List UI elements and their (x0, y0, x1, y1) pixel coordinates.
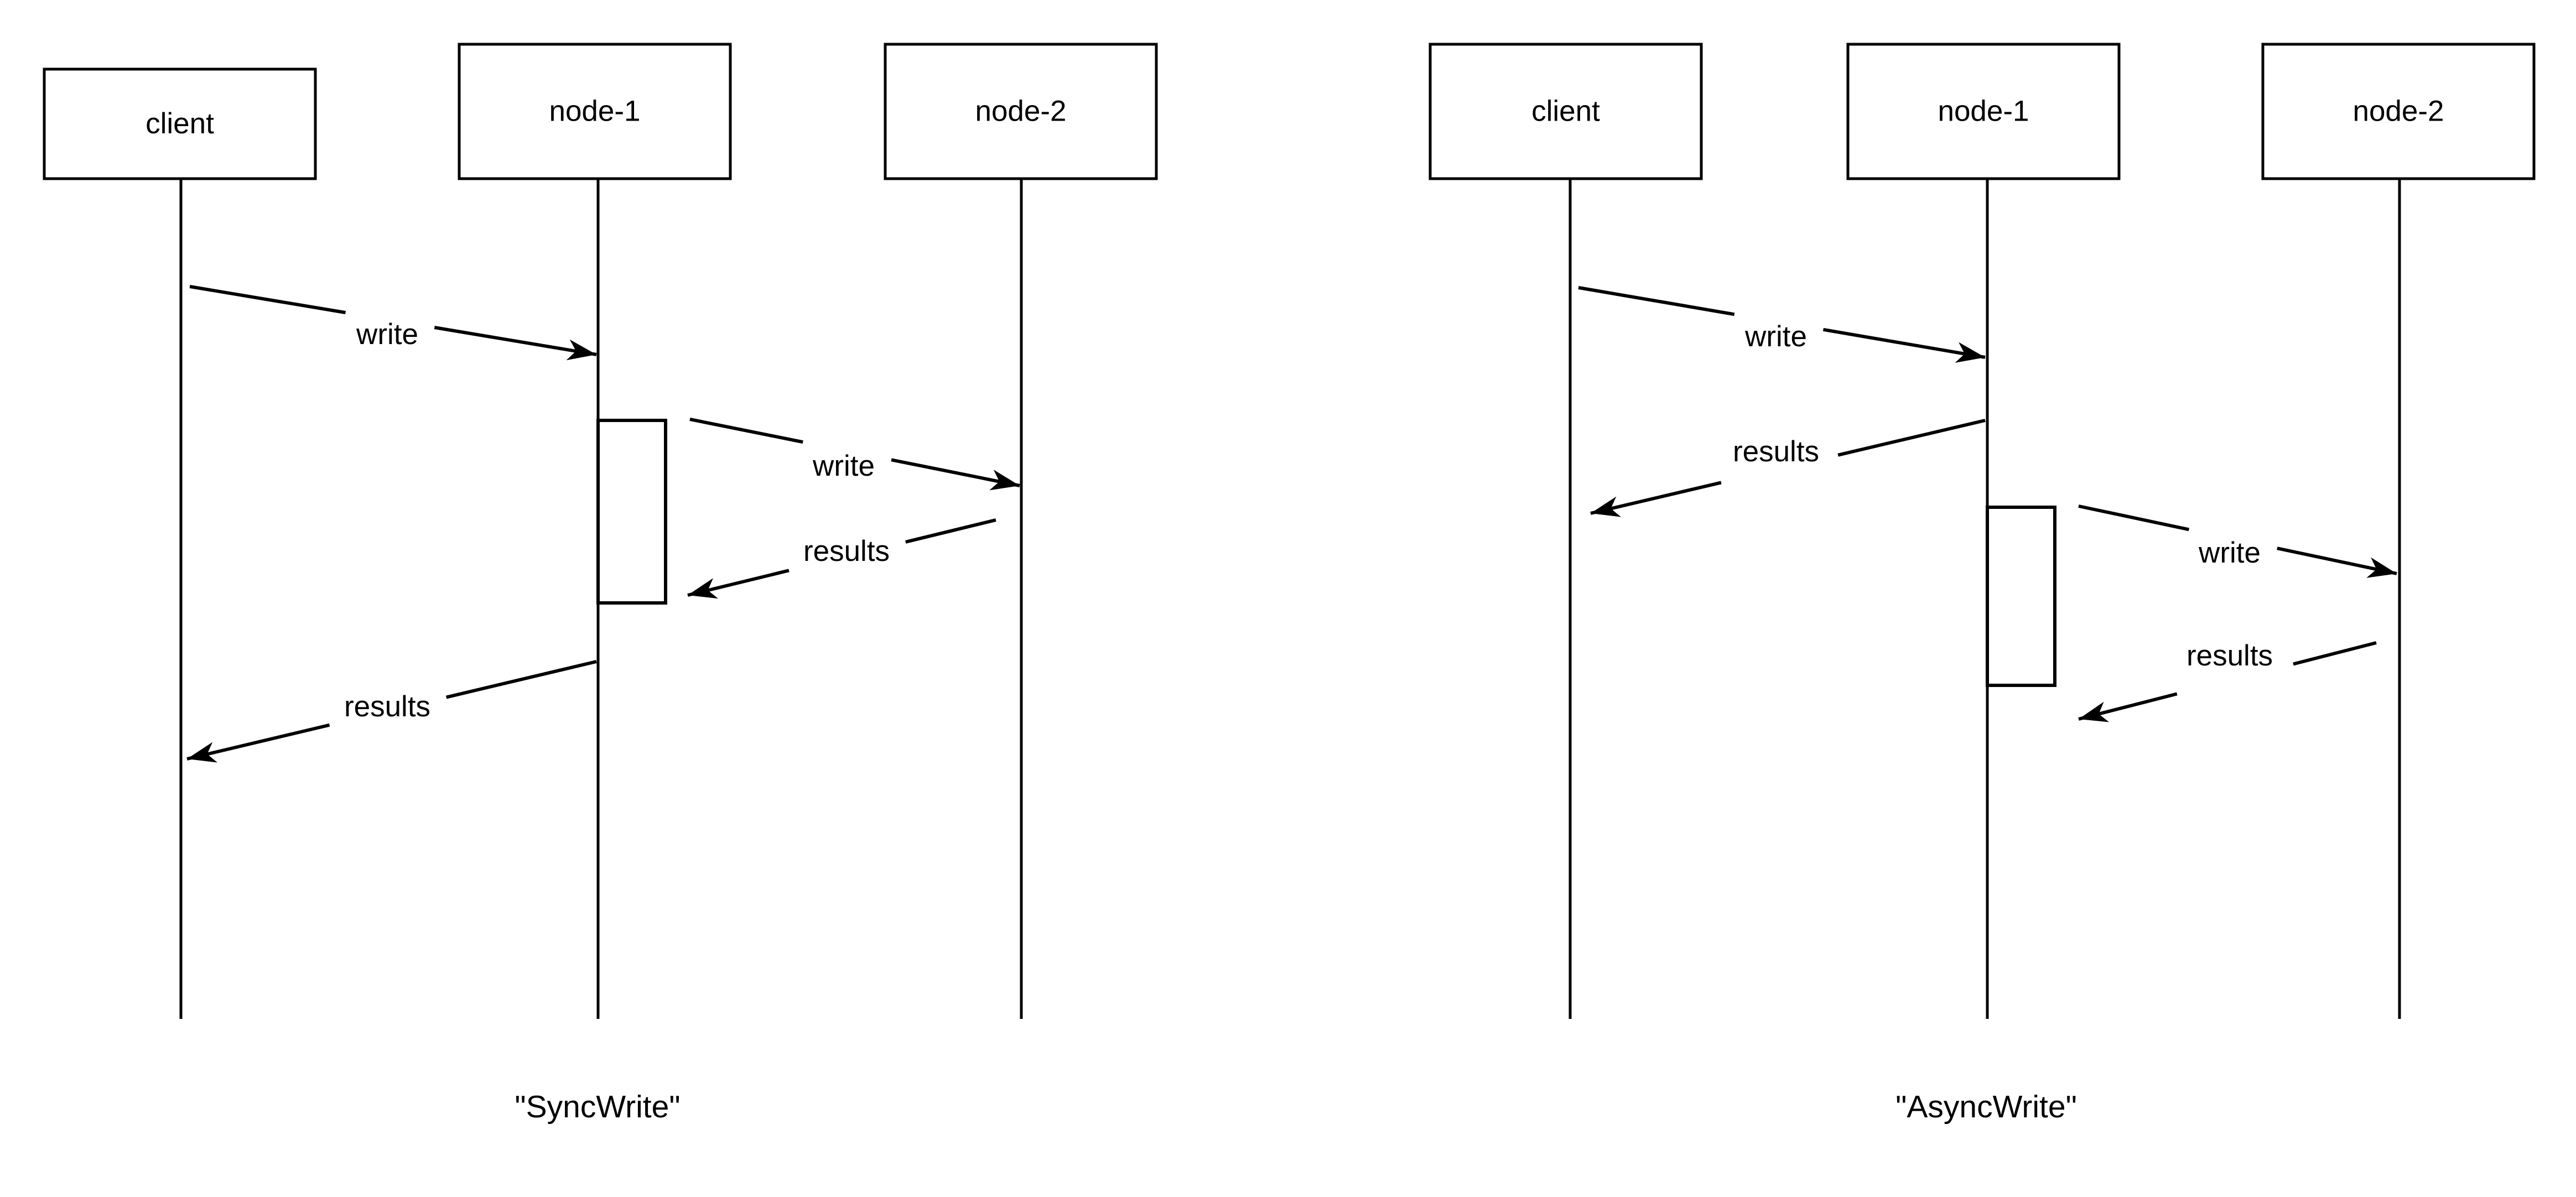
activation-box-node-1 (596, 419, 667, 605)
message-line-segment (1822, 327, 1986, 359)
diagram-async-write: client node-1 node-2 write results write resul… (1429, 43, 2536, 1125)
message-line-segment (891, 458, 1020, 487)
message-arrowhead-icon (2079, 701, 2110, 722)
participant-label-node-2: node-2 (975, 95, 1066, 128)
diagram-caption-sync-write: "SyncWrite" (515, 1089, 680, 1125)
message-line-segment (689, 418, 803, 444)
message-label-results: results (1733, 435, 1819, 468)
participant-node-2[interactable]: node-2 (2261, 43, 2536, 1019)
participant-node-1[interactable]: node-1 (1846, 43, 2121, 1019)
message-arrowhead-icon (1591, 496, 1621, 517)
message-line-segment (1837, 419, 1986, 457)
message-arrowhead-icon (2366, 557, 2397, 578)
message-line-segment (2293, 641, 2377, 666)
participant-label-client: client (146, 107, 214, 140)
message-write-client-to-node-1: write (1578, 286, 1986, 363)
message-label-results: results (2187, 639, 2273, 672)
diagram-caption-async-write: "AsyncWrite" (1895, 1089, 2077, 1125)
participant-box-node-1[interactable] (458, 43, 732, 180)
message-arrowhead-icon (187, 742, 217, 763)
participant-box-client[interactable] (43, 67, 317, 180)
message-arrowhead-icon (1955, 342, 1985, 363)
participant-label-node-2: node-2 (2352, 95, 2444, 128)
message-line-segment (1578, 286, 1735, 316)
message-line-segment (434, 326, 597, 356)
message-line-segment (189, 285, 346, 315)
message-write-node-1-to-node-2: write (689, 418, 1020, 491)
message-arrowhead-icon (989, 470, 1020, 491)
participant-label-node-1: node-1 (1938, 95, 2029, 128)
participant-label-node-1: node-1 (549, 95, 640, 128)
participant-box-node-2[interactable] (2261, 43, 2536, 180)
message-label-write: write (812, 450, 875, 482)
participant-box-client[interactable] (1429, 43, 1703, 180)
message-results-node-2-to-node-1: results (687, 518, 996, 599)
diagram-sync-write: client node-1 node-2 write write results resul… (43, 43, 1158, 1125)
message-label-write: write (1744, 320, 1807, 353)
message-arrowhead-icon (566, 339, 596, 361)
message-arrowhead-icon (688, 578, 718, 599)
activation-box-node-1 (1986, 506, 2056, 687)
message-results-node-1-to-client: results (1590, 419, 1986, 517)
message-write-node-1-to-node-2: write (2078, 504, 2397, 578)
message-line-segment (186, 723, 330, 761)
message-line-segment (2078, 504, 2190, 532)
message-line-segment (1590, 481, 1722, 515)
participant-box-node-2[interactable] (884, 43, 1158, 180)
message-label-write: write (356, 318, 418, 351)
message-label-write: write (2198, 537, 2261, 569)
message-write-client-to-node-1: write (189, 285, 597, 361)
message-line-segment (445, 660, 597, 699)
message-line-segment (905, 518, 996, 544)
participant-box-node-1[interactable] (1846, 43, 2121, 180)
message-label-results: results (803, 535, 890, 568)
participant-label-client: client (1531, 95, 1600, 128)
message-label-results: results (344, 690, 430, 723)
participant-node-1[interactable]: node-1 (458, 43, 732, 1019)
participant-client[interactable]: client (1429, 43, 1703, 1019)
message-results-node-2-to-node-1: results (2078, 639, 2377, 722)
message-results-node-1-to-client: results (186, 660, 597, 763)
participant-client[interactable]: client (43, 67, 317, 1019)
participant-node-2[interactable]: node-2 (884, 43, 1158, 1019)
